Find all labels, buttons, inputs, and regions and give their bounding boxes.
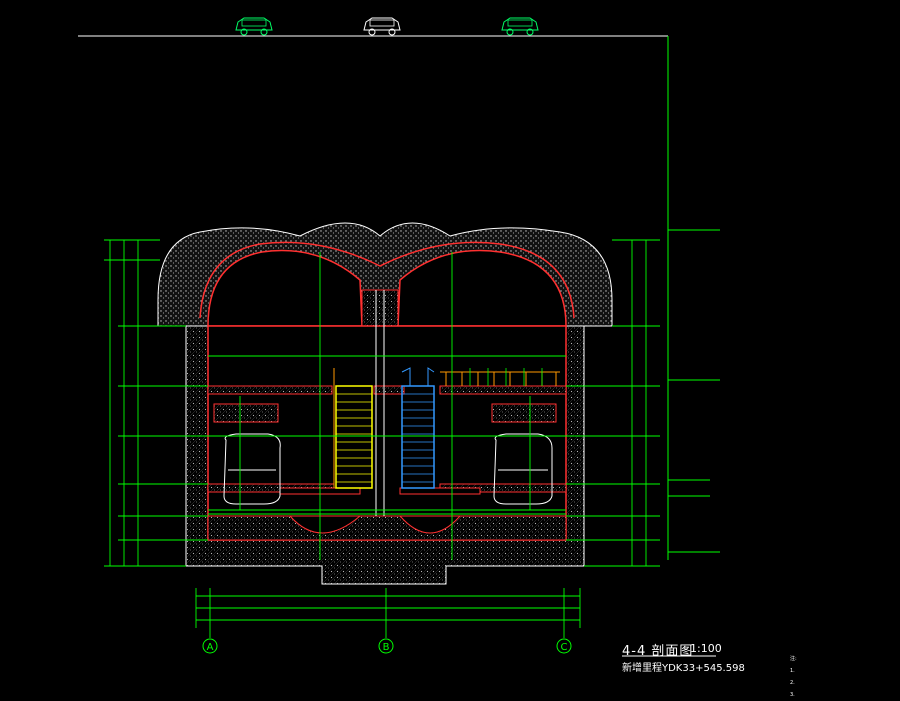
left-dimension-chain bbox=[104, 239, 208, 567]
car-icon bbox=[501, 17, 539, 36]
mileage-label: 新增里程YDK33+545.598 bbox=[622, 663, 745, 674]
floor-slabs bbox=[207, 385, 567, 541]
svg-text:B: B bbox=[383, 642, 390, 653]
note-item: 1. bbox=[790, 668, 795, 674]
grid-axis-c: C bbox=[556, 638, 572, 654]
train-right bbox=[493, 433, 553, 505]
escalator bbox=[401, 367, 435, 489]
center-columns bbox=[375, 290, 385, 516]
bottom-dimension-chain bbox=[195, 588, 581, 638]
car-icon bbox=[235, 17, 273, 36]
grid-axis-b: B bbox=[378, 638, 394, 654]
stair bbox=[333, 368, 373, 489]
vault-interior bbox=[199, 241, 575, 327]
railing-green bbox=[469, 368, 543, 386]
svg-text:C: C bbox=[561, 642, 568, 653]
train-left bbox=[223, 433, 281, 505]
note-item: 3. bbox=[790, 692, 795, 698]
grid-axis-a: A bbox=[202, 638, 218, 654]
dimension-grid bbox=[208, 252, 566, 560]
svg-text:A: A bbox=[207, 642, 214, 653]
station-hall bbox=[207, 325, 567, 541]
right-dimension-chain bbox=[566, 229, 720, 567]
notes-heading: 注: bbox=[790, 656, 797, 662]
drawing-scale: 1:100 bbox=[690, 642, 722, 655]
car-icon bbox=[363, 17, 401, 36]
section-title: 4-4 剖面图 bbox=[622, 644, 694, 659]
note-item: 2. bbox=[790, 680, 795, 686]
notes-block: 注: 1. 2. 3. bbox=[790, 653, 900, 701]
